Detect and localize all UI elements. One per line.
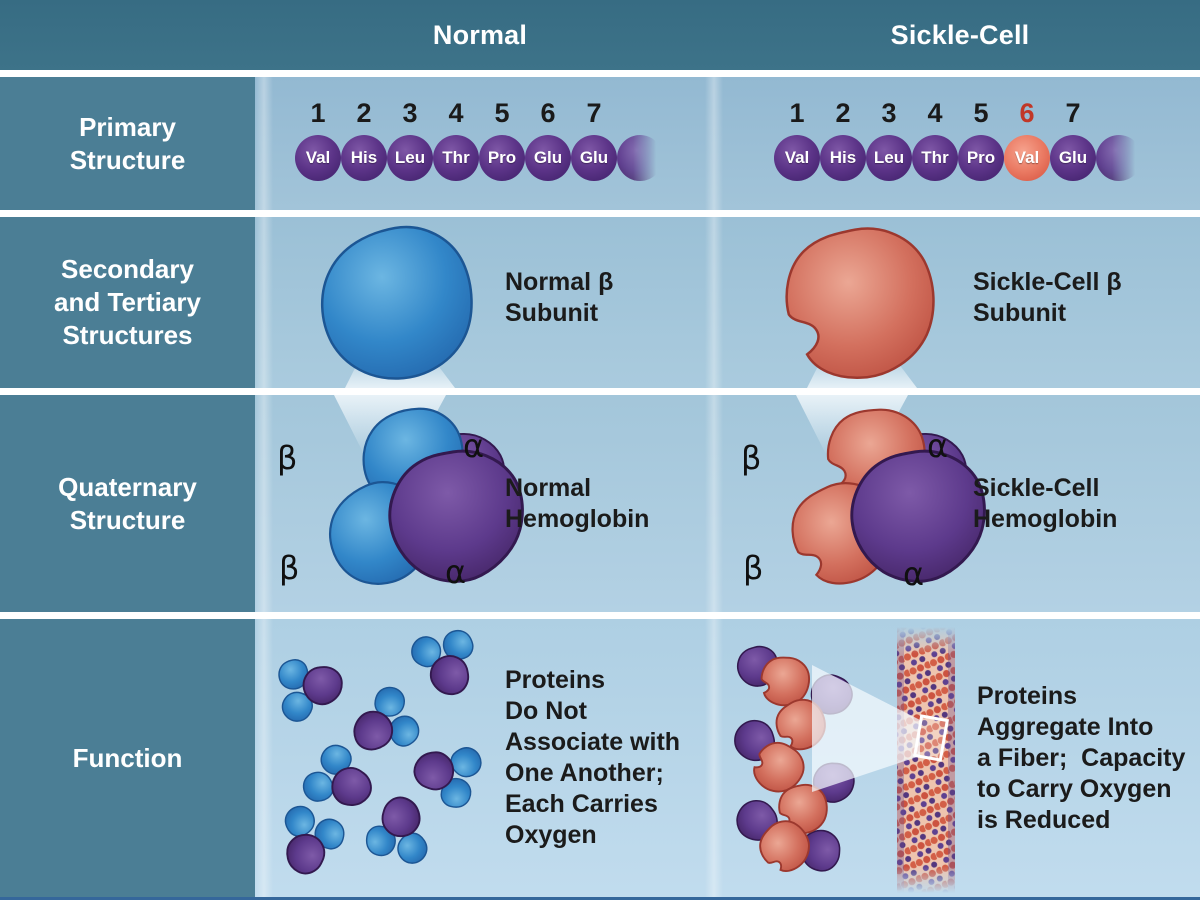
soft-divider: [705, 217, 723, 388]
bottom-border-strip: [0, 897, 1200, 900]
residue-number: 7: [586, 97, 602, 128]
row-label-text: Secondary and Tertiary Structures: [54, 254, 201, 350]
beta-label: β: [279, 549, 300, 587]
mutated-residue-ball: Val: [1004, 135, 1050, 181]
sickle-subunit-label: Sickle-Cell β Subunit: [973, 268, 1122, 327]
beta-label: β: [277, 439, 298, 477]
chain-fade-ball: [617, 135, 663, 181]
residue-ball: Leu: [866, 135, 912, 181]
residue-ball: Val: [774, 135, 820, 181]
row-label-primary-structure: Primary Structure: [0, 77, 255, 210]
normal-subunit-label: Normal β Subunit: [505, 268, 614, 327]
free-hemoglobin-protein: [276, 659, 346, 725]
residue-number: 7: [1065, 97, 1081, 128]
soft-divider: [705, 395, 723, 612]
residue-ball: Thr: [433, 135, 479, 181]
beta-label: β: [743, 549, 764, 587]
residue-ball: Leu: [387, 135, 433, 181]
row-label-quaternary: Quaternary Structure: [0, 395, 255, 612]
residue-number: 5: [494, 97, 510, 128]
sickle-hemoglobin-cluster: [783, 405, 992, 595]
row-label-text: Primary Structure: [69, 111, 186, 175]
soft-divider: [255, 217, 273, 388]
row-label-secondary-tertiary: Secondary and Tertiary Structures: [0, 217, 255, 388]
alpha-label: α: [927, 427, 949, 465]
sickle-function-label: Proteins Aggregate Into a Fiber; Capacit…: [977, 682, 1186, 834]
residue-number: 2: [356, 97, 372, 128]
alpha-label: α: [463, 427, 485, 465]
residue-number: 1: [310, 97, 326, 128]
normal-hemoglobin-cluster: [321, 405, 530, 596]
residue-number: 4: [927, 97, 943, 128]
residue-number: 2: [835, 97, 851, 128]
soft-divider: [255, 77, 273, 210]
column-header-sickle: Sickle-Cell: [890, 19, 1030, 50]
residue-number: 4: [448, 97, 464, 128]
row-label-function: Function: [0, 619, 255, 897]
residue-ball: Pro: [958, 135, 1004, 181]
residue-ball: Glu: [1050, 135, 1096, 181]
row-label-text: Function: [72, 742, 183, 773]
residue-ball: His: [341, 135, 387, 181]
alpha-label: α: [445, 553, 467, 591]
soft-divider: [255, 395, 273, 612]
residue-ball: Glu: [571, 135, 617, 181]
soft-divider: [705, 77, 723, 210]
column-header-normal: Normal: [432, 19, 528, 50]
normal-hemoglobin-label: Normal Hemoglobin: [505, 474, 650, 533]
soft-divider: [705, 619, 723, 897]
residue-number: 1: [789, 97, 805, 128]
residue-ball: Glu: [525, 135, 571, 181]
header-row: Normal Sickle-Cell: [255, 0, 1200, 70]
mutated-residue-number: 6: [1019, 97, 1035, 128]
row-label-text: Quaternary Structure: [58, 471, 197, 535]
chain-fade-ball: [1096, 135, 1142, 181]
normal-beta-subunit-blob: [320, 225, 473, 380]
residue-number: 3: [402, 97, 418, 128]
header-corner-cell: [0, 0, 255, 70]
sickle-beta-subunit-blob: [785, 227, 935, 379]
residue-ball: Val: [295, 135, 341, 181]
quaternary-structure-row: β α β α Normal Hemoglobin β α β α Sickle…: [255, 395, 1200, 612]
beta-label: β: [741, 439, 762, 477]
free-hemoglobin-protein: [405, 628, 475, 698]
magnifier-callout: [812, 665, 950, 792]
secondary-structure-row: Normal β Subunit Sickle-Cell β Subunit: [255, 217, 1200, 388]
residue-number: 3: [881, 97, 897, 128]
function-row: Proteins Do Not Associate with One Anoth…: [255, 619, 1200, 897]
residue-ball: Pro: [479, 135, 525, 181]
residue-ball: Thr: [912, 135, 958, 181]
normal-function-label: Proteins Do Not Associate with One Anoth…: [505, 666, 681, 849]
residue-number: 6: [540, 97, 556, 128]
alpha-label: α: [903, 555, 925, 593]
residue-number: 5: [973, 97, 989, 128]
residue-ball: His: [820, 135, 866, 181]
sickle-hemoglobin-label: Sickle-Cell Hemoglobin: [973, 474, 1118, 533]
